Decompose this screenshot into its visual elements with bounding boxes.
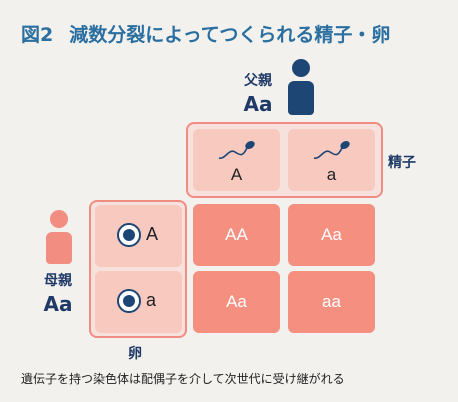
sperm-cell-a: a [288, 129, 375, 191]
egg-nucleus [123, 229, 135, 241]
offspring-cell: Aa [193, 271, 280, 333]
sperm-allele: a [326, 165, 337, 184]
mother-head [50, 210, 68, 228]
mother-body [46, 232, 72, 264]
offspring-genotype: aa [322, 292, 341, 311]
sperm-label: 精子 [388, 155, 416, 171]
figure-number: 図2 [21, 24, 54, 46]
egg-icon [117, 289, 141, 313]
egg-cell-a: a [95, 271, 182, 333]
egg-allele: A [146, 224, 159, 244]
mother-label: 母親 [44, 273, 72, 289]
offspring-cell: AA [193, 204, 280, 266]
egg-allele: a [146, 290, 157, 310]
mother-icon [44, 210, 74, 266]
father-body [288, 81, 314, 115]
father-label: 父親 [244, 73, 272, 89]
mother-genotype: Aa [43, 292, 73, 316]
offspring-cell: Aa [288, 204, 375, 266]
egg-icon [117, 223, 141, 247]
caption: 遺伝子を持つ染色体は配偶子を介して次世代に受け継がれる [21, 372, 345, 386]
sperm-allele: A [230, 165, 243, 184]
figure-title: 図2 減数分裂によってつくられる精子・卵 [21, 20, 390, 47]
father-head [292, 59, 310, 77]
offspring-genotype: Aa [321, 225, 342, 244]
egg-nucleus [123, 295, 135, 307]
egg-cell-A: A [95, 205, 182, 267]
sperm-icon [218, 141, 255, 159]
sperm-cell-A: A [193, 129, 280, 191]
egg-label: 卵 [128, 346, 142, 362]
offspring-genotype: Aa [226, 292, 247, 311]
father-icon [286, 59, 316, 117]
offspring-cell: aa [288, 271, 375, 333]
figure-title-text: 減数分裂によってつくられる精子・卵 [69, 24, 391, 46]
father-labels: 父親 Aa [232, 70, 284, 116]
mother-labels: 母親 Aa [32, 270, 84, 316]
offspring-genotype: AA [225, 225, 248, 244]
father-genotype: Aa [243, 92, 273, 116]
sperm-icon [313, 141, 350, 159]
